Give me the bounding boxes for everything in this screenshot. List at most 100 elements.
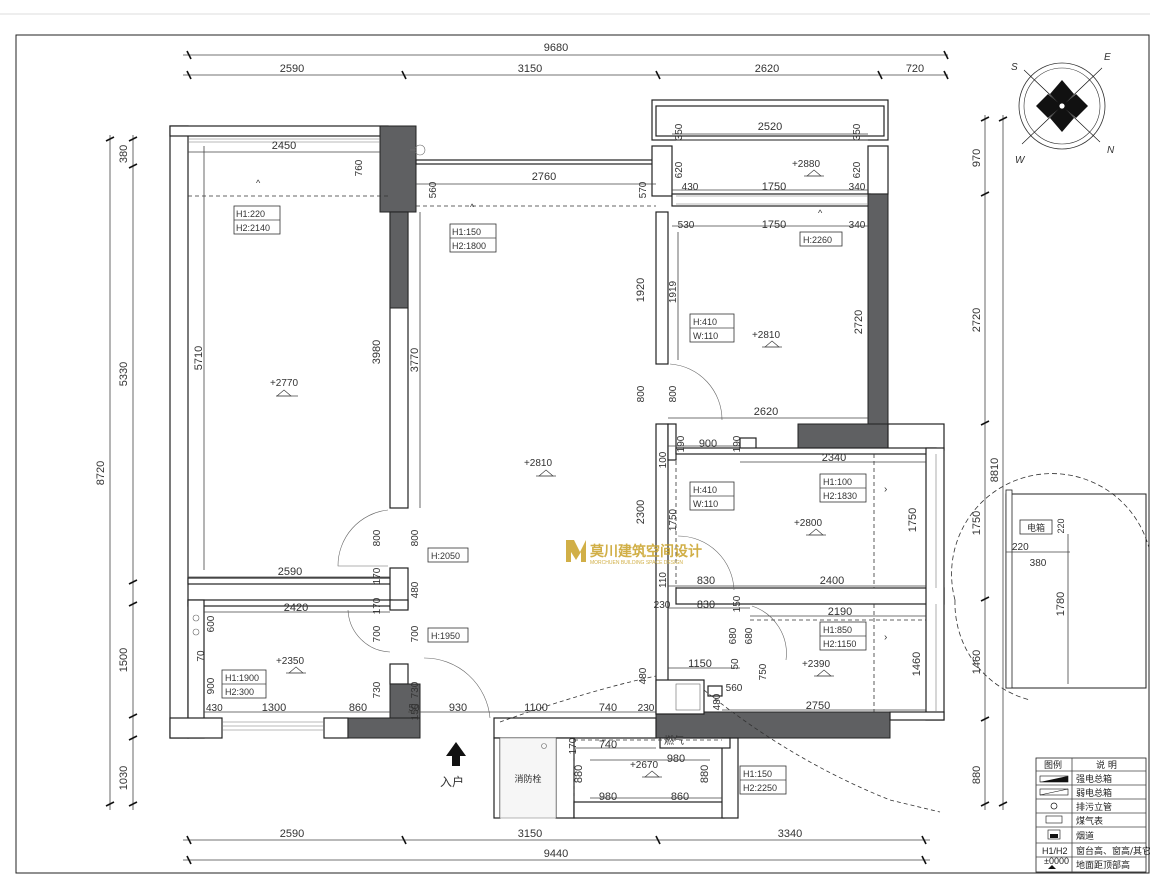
lv-height: H2:1800	[452, 241, 486, 251]
legend-header-symbol: 图例	[1044, 759, 1062, 771]
dashed-guides	[188, 195, 941, 813]
bt-w1: 2520	[758, 121, 782, 133]
blr-d7: 480	[712, 693, 723, 710]
bt-d5: 430	[682, 182, 699, 193]
legend-item-6: 窗台高、窗高/其它	[1076, 845, 1150, 857]
btr-win-h: H:410	[693, 317, 717, 327]
lv-d1: 560	[428, 181, 439, 198]
legend-weak-box-icon	[1039, 788, 1069, 796]
bt-d8: 340	[849, 220, 866, 231]
ba-w3: 430	[206, 703, 223, 714]
bt-w3: 1750	[762, 219, 786, 231]
left-dimensions: 380 5330 1500 1030 8720	[95, 135, 138, 810]
compass-e: E	[1104, 52, 1111, 63]
bl-sill: H1:220	[236, 209, 265, 219]
bl-w-top: 2450	[272, 140, 296, 152]
bmr-h: 1750	[668, 508, 679, 531]
windows	[188, 138, 937, 731]
detail-w1: 220	[1012, 542, 1029, 553]
dim-right-2: 2720	[971, 308, 983, 332]
svg-text:+2350: +2350	[276, 656, 305, 667]
svg-text:›: ›	[884, 632, 887, 643]
bt-level-marker: +2880	[792, 159, 824, 177]
legend-item-4: 煤气表	[1076, 815, 1103, 827]
lv-d8: 170	[372, 567, 383, 584]
ki-height: H2:2250	[743, 783, 777, 793]
legend-flue-icon	[1047, 829, 1061, 840]
blr-h: 1460	[911, 652, 923, 676]
ki-h2: 880	[699, 765, 711, 783]
svg-text:+2810: +2810	[524, 458, 553, 469]
bt-d3: 620	[674, 161, 685, 178]
ki-sill: H1:150	[743, 769, 772, 779]
lv-d2: 570	[638, 181, 649, 198]
btr-level-marker: +2810	[752, 330, 782, 348]
room-balcony-top: 2520 350 350 620 620 +2880 430 1750 340 …	[672, 121, 868, 247]
blr-w2: 2750	[806, 700, 830, 712]
lv-h: 3770	[409, 348, 421, 372]
legend-gas-meter-icon	[1045, 815, 1063, 824]
svg-text:›: ›	[884, 484, 887, 495]
dim-right-1: 970	[971, 149, 983, 167]
bmr-w4: 830	[697, 599, 715, 611]
btr-d2: 800	[636, 385, 647, 402]
watermark-cn: 莫川建筑空间设计	[589, 543, 702, 560]
dim-left-3: 1500	[118, 648, 130, 672]
ba-height: H2:300	[225, 687, 254, 697]
blr-w3: 1150	[688, 658, 712, 670]
dim-bottom-total: 9440	[544, 848, 568, 860]
walls	[169, 99, 945, 819]
watermark-logo: 莫川建筑空间设计 MORCHUEN BUILDING SPACE DESIGN	[566, 540, 702, 566]
legend-header-desc: 说 明	[1096, 759, 1117, 771]
lv-w: 2760	[532, 171, 556, 183]
blr-d4: 750	[758, 663, 769, 680]
room-bedroom-top-right: 1920 1919 2720 H:410 W:110 +2810 800 800…	[635, 232, 868, 419]
svg-text:+2390: +2390	[802, 659, 831, 670]
ki-w3: 860	[671, 791, 689, 803]
legend-item-2: 弱电总箱	[1076, 787, 1112, 799]
dim-bottom-1: 2590	[280, 828, 304, 840]
svg-text:^: ^	[470, 202, 475, 212]
bl-h2: 3980	[371, 340, 383, 364]
blr-sill: H1:850	[823, 625, 852, 635]
svg-text:+2800: +2800	[794, 518, 823, 529]
ki-h1: 880	[573, 765, 585, 783]
ba-d5: 730	[372, 681, 383, 698]
ba-d3: 900	[206, 677, 217, 694]
compass-s: S	[1011, 62, 1018, 73]
detail-h: 1780	[1055, 592, 1067, 616]
bmr-h2: 1750	[907, 508, 919, 532]
co-w1: 930	[449, 702, 467, 714]
watermark-en: MORCHUEN BUILDING SPACE DESIGN	[590, 560, 683, 566]
bmr-d3: 100	[658, 451, 669, 468]
legend-item-3: 排污立管	[1076, 801, 1112, 813]
ba-d2: 70	[196, 650, 207, 662]
dim-bottom-3: 3340	[778, 828, 802, 840]
blr-d3: 480	[638, 667, 649, 684]
bmr-d4: 110	[658, 572, 669, 588]
svg-text:±0000: ±0000	[1044, 856, 1069, 866]
lv-level-marker: +2810	[524, 458, 556, 477]
dim-top-2: 3150	[518, 63, 542, 75]
ba-w: 2420	[284, 602, 308, 614]
room-bedroom-mid-right: 190 900 190 100 2340 2300 1750 1750 H:41…	[635, 435, 926, 612]
entrance-label: 入户	[440, 774, 464, 789]
lv-door-h: H:2050	[431, 551, 460, 561]
dim-right-5: 880	[971, 766, 983, 784]
lv-door-h2: H:1950	[431, 631, 460, 641]
ba-w4: 860	[349, 702, 367, 714]
dim-right-4: 1460	[971, 650, 983, 674]
dim-top-1: 2590	[280, 63, 304, 75]
legend-item-1: 强电总箱	[1076, 773, 1112, 785]
bmr-win-w: W:110	[693, 499, 718, 509]
electric-box-detail: 电箱 220 220 380 1780	[951, 473, 1150, 701]
room-kitchen: 170 740 燃气 880 880 980 +2670 980 860 H1:…	[568, 734, 787, 803]
svg-text:+2670: +2670	[630, 760, 659, 771]
blr-level-marker: +2390	[802, 659, 834, 677]
bmr-win-h: H:410	[693, 485, 717, 495]
legend-level-icon: ±0000	[1044, 856, 1069, 869]
bmr-d5: 230	[654, 600, 671, 611]
bmr-level-marker: +2800	[794, 518, 826, 536]
btr-d1: 1920	[635, 278, 647, 302]
btr-w: 2620	[754, 406, 778, 418]
